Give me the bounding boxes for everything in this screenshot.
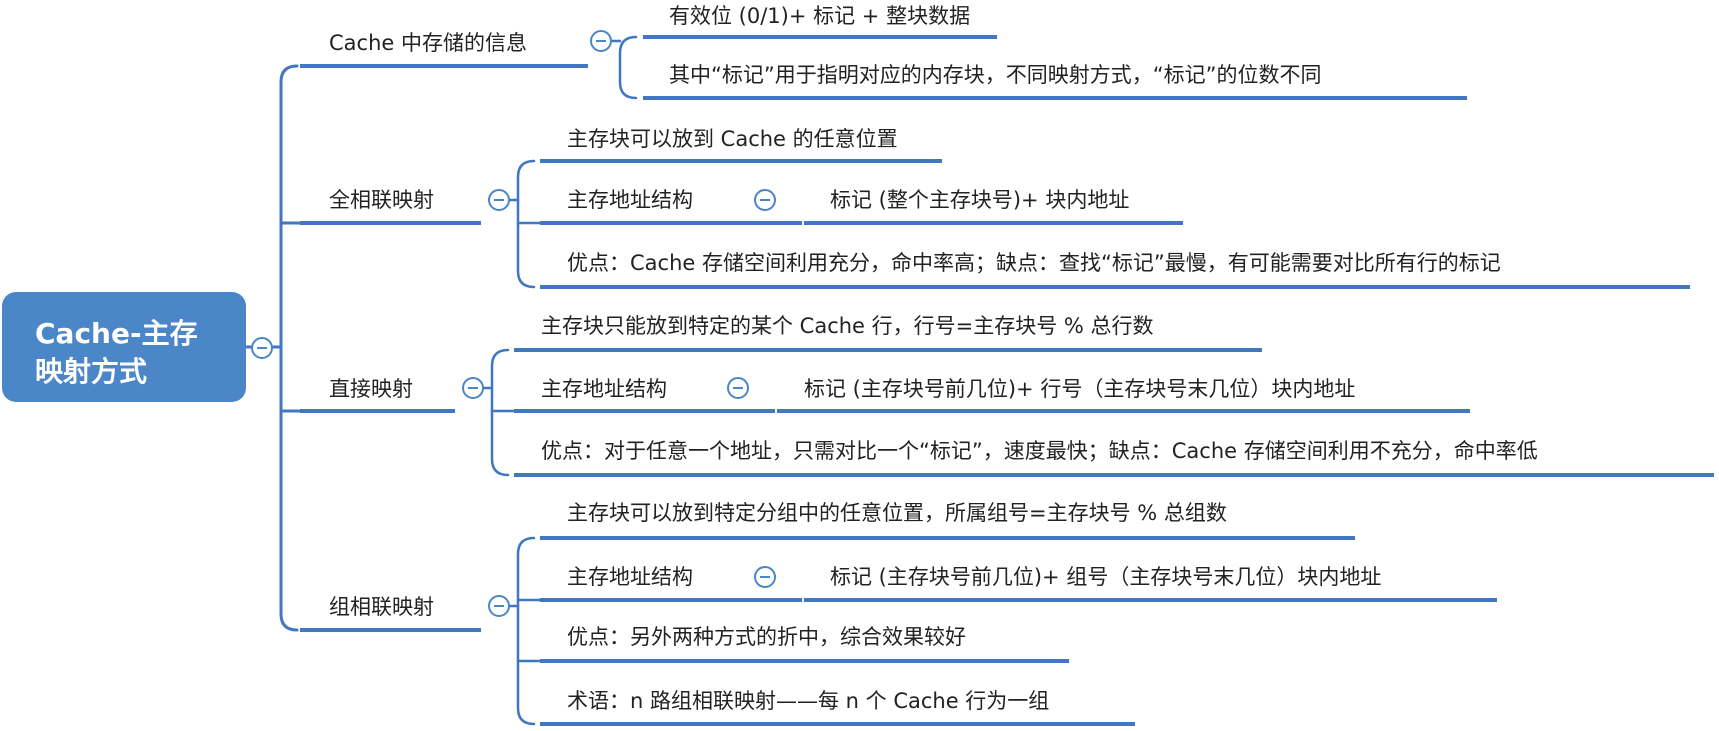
connector-line [618,35,638,100]
branch-cache-info[interactable]: Cache 中存储的信息 [329,31,527,55]
leaf-underline [540,159,942,163]
root-node[interactable]: Cache-主存 映射方式 [2,292,246,402]
leaf-item[interactable]: 有效位 (0/1)+ 标记 + 整块数据 [669,4,971,28]
connector-line [516,536,536,726]
sub-leaf-underline [777,409,1470,413]
root-collapse-icon[interactable] [251,337,273,359]
branch-underline [300,409,455,413]
sub-leaf-item[interactable]: 标记 (主存块号前几位)+ 组号（主存块号末几位）块内地址 [830,565,1382,589]
sub-leaf-item[interactable]: 标记 (主存块号前几位)+ 行号（主存块号末几位）块内地址 [804,377,1356,401]
leaf-item[interactable]: 术语：n 路组相联映射——每 n 个 Cache 行为一组 [567,689,1050,713]
leaf-item[interactable]: 优点：Cache 存储空间利用充分，命中率高；缺点：查找“标记”最慢，有可能需要… [567,251,1501,275]
root-title-line1: Cache-主存 [35,317,198,350]
branch-collapse-icon[interactable] [590,30,612,52]
branch-underline [300,221,481,225]
branch-collapse-icon[interactable] [488,189,510,211]
leaf-item[interactable]: 主存块只能放到特定的某个 Cache 行，行号=主存块号 % 总行数 [541,314,1154,338]
leaf-collapse-icon[interactable] [754,189,776,211]
branch-direct-mapped[interactable]: 直接映射 [329,377,413,401]
leaf-item[interactable]: 主存块可以放到特定分组中的任意位置，所属组号=主存块号 % 总组数 [567,501,1227,525]
branch-set-associative[interactable]: 组相联映射 [329,595,434,619]
branch-collapse-icon[interactable] [488,595,510,617]
root-title-line2: 映射方式 [35,355,148,388]
leaf-underline [514,348,1262,352]
branch-underline [300,628,481,632]
leaf-item[interactable]: 优点：对于任意一个地址，只需对比一个“标记”，速度最快；缺点：Cache 存储空… [541,439,1538,463]
leaf-underline [540,221,802,225]
leaf-underline [643,96,1467,100]
branch-collapse-icon[interactable] [462,377,484,399]
sub-leaf-underline [804,598,1497,602]
sub-leaf-item[interactable]: 标记 (整个主存块号)+ 块内地址 [830,188,1130,212]
connector-line [490,348,510,477]
leaf-address-structure[interactable]: 主存地址结构 [567,565,693,589]
leaf-item[interactable]: 其中“标记”用于指明对应的内存块，不同映射方式，“标记”的位数不同 [669,63,1322,87]
leaf-collapse-icon[interactable] [727,377,749,399]
leaf-item[interactable]: 主存块可以放到 Cache 的任意位置 [567,127,898,151]
leaf-underline [643,35,997,39]
leaf-address-structure[interactable]: 主存地址结构 [567,188,693,212]
leaf-underline [540,722,1135,726]
leaf-item[interactable]: 优点：另外两种方式的折中，综合效果较好 [567,625,966,649]
branch-underline [300,64,588,68]
leaf-underline [514,473,1714,477]
leaf-underline [540,285,1690,289]
branch-fully-associative[interactable]: 全相联映射 [329,188,434,212]
leaf-underline [514,409,775,413]
leaf-underline [540,536,1355,540]
leaf-collapse-icon[interactable] [754,566,776,588]
leaf-underline [540,659,1069,663]
leaf-address-structure[interactable]: 主存地址结构 [541,377,667,401]
connector-line [279,64,299,632]
leaf-underline [540,598,802,602]
sub-leaf-underline [804,221,1183,225]
